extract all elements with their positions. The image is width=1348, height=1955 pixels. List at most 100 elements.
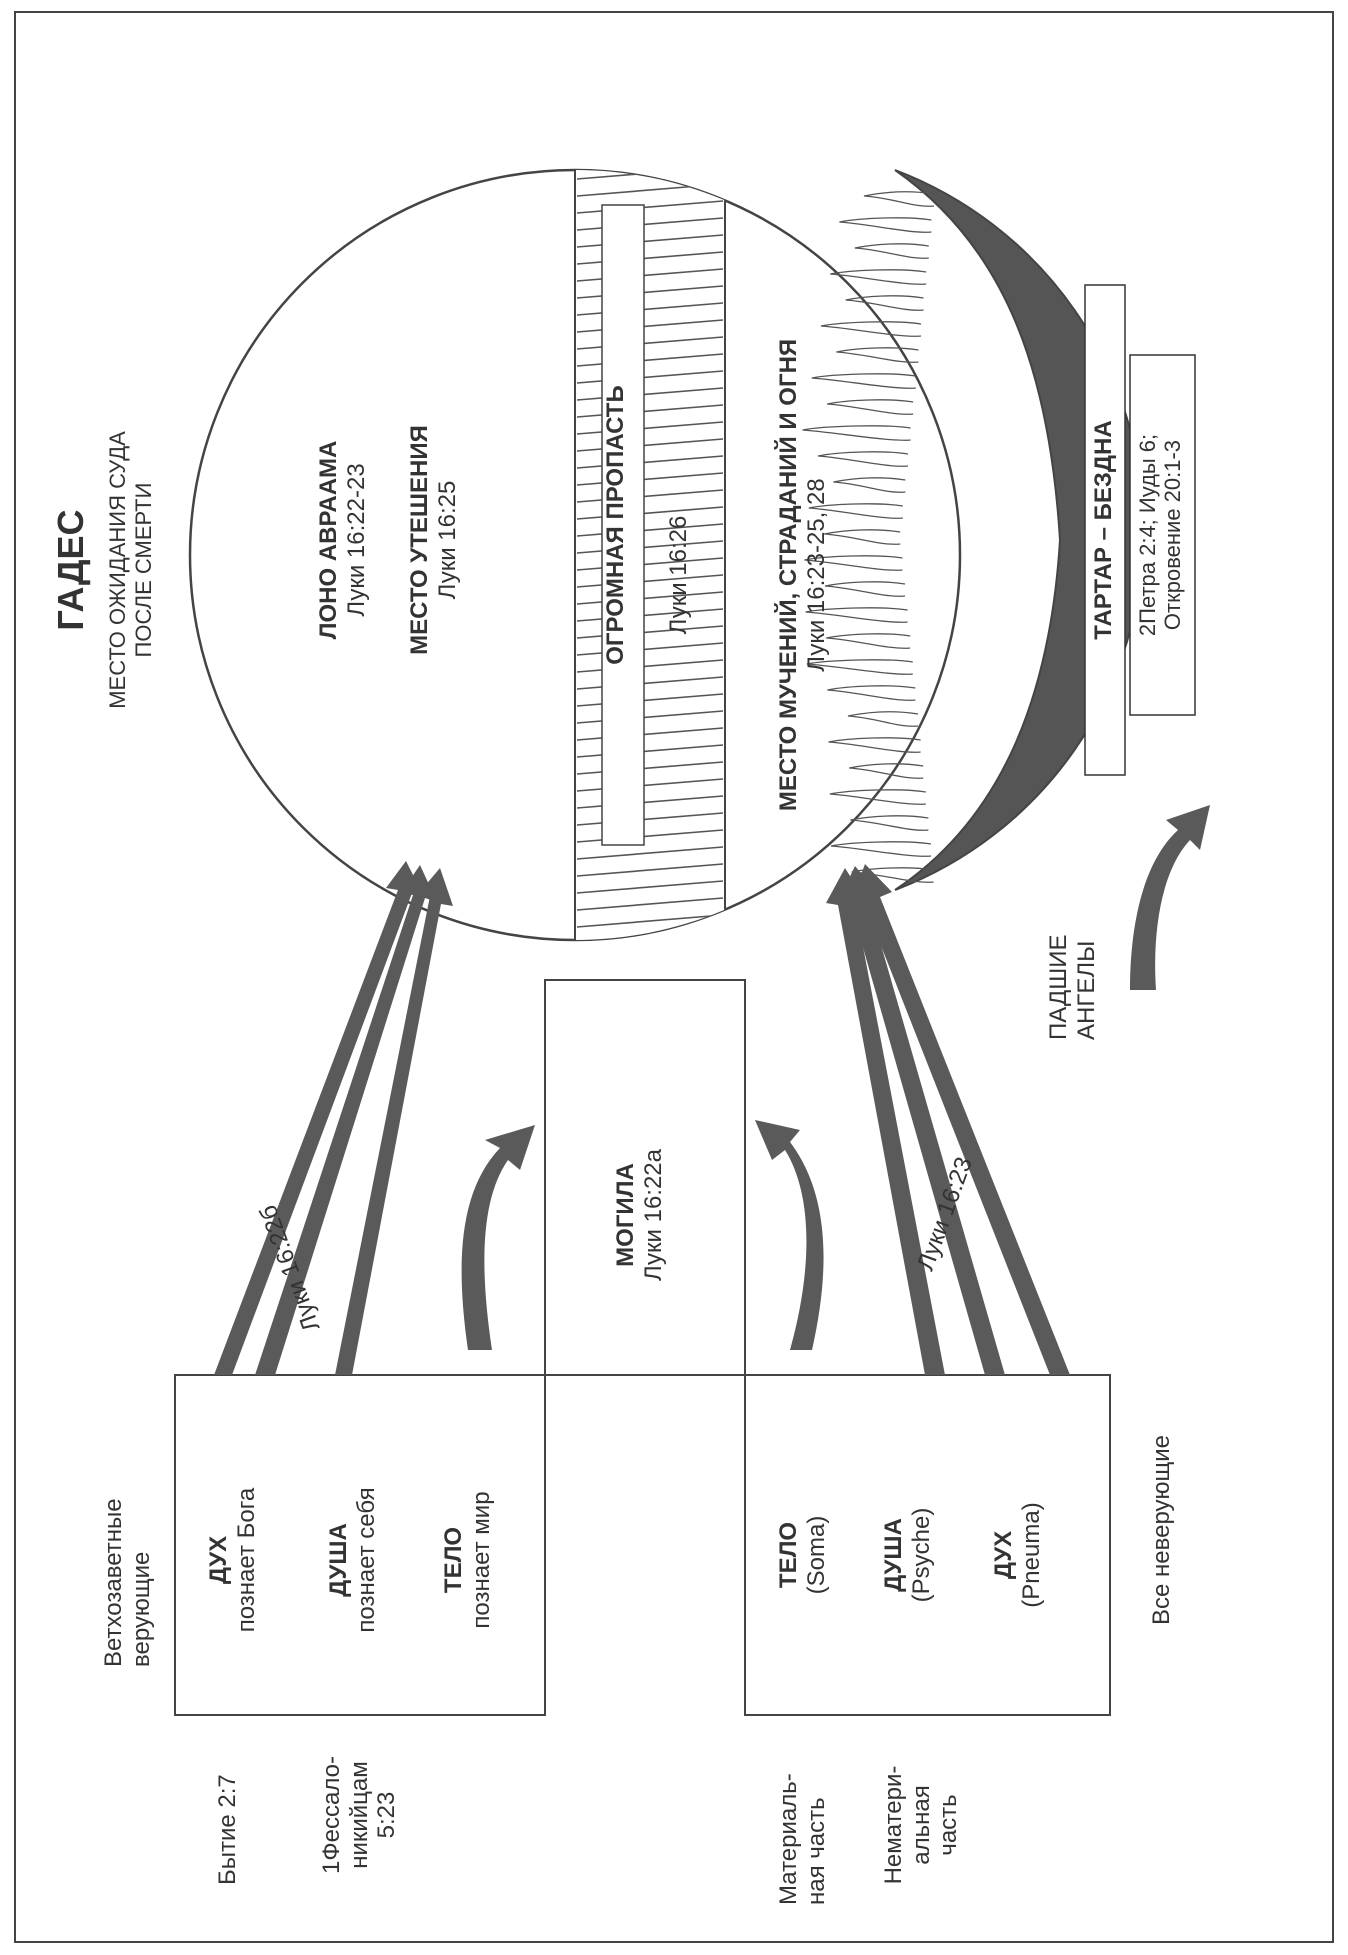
flame-stroke: [828, 737, 921, 753]
bosom-title: ЛОНО АВРААМА: [315, 440, 342, 640]
believers-soul-block: ДУША познает себя: [325, 1430, 380, 1690]
comfort-title: МЕСТО УТЕШЕНИЯ: [406, 425, 434, 655]
flame-stroke: [854, 243, 929, 259]
immaterial-block: Нематери- альная часть: [880, 1735, 963, 1915]
unbelievers-box: [744, 1374, 1111, 1716]
unbelievers-label: Все неверующие: [1148, 1434, 1175, 1625]
tartarus-ref-box: [1129, 354, 1196, 716]
believers-arrow-ref: Луки 16:22б: [254, 1201, 326, 1335]
torment-block: МЕСТО МУЧЕНИЙ, СТРАДАНИЙ И ОГНЯ Луки 16:…: [775, 275, 830, 875]
flame-stroke: [845, 295, 924, 311]
torment-title: МЕСТО МУЧЕНИЙ, СТРАДАНИЙ И ОГНЯ: [775, 338, 802, 812]
unbelievers-spirit: ДУХ: [990, 1530, 1017, 1580]
flame-stroke: [833, 477, 906, 493]
gulf-title: ОГРОМНАЯ ПРОПАСТЬ: [602, 385, 629, 665]
gulf-hatch-line: [576, 897, 724, 911]
gulf-ref: Луки 16:26: [665, 515, 692, 635]
unbelievers-soul-greek: (Psyche): [907, 1507, 935, 1603]
gulf-hatch-line: [576, 846, 724, 860]
flame-stroke: [811, 373, 916, 389]
flame-stroke: [849, 763, 924, 779]
unbelievers-arrow-ref: Луки 16:23: [912, 1153, 978, 1275]
curved-arrow-unbelievers: [755, 1120, 824, 1350]
flame-stroke: [808, 503, 903, 519]
believers-spirit: ДУХ: [205, 1535, 232, 1585]
unbelievers-body: ТЕЛО: [775, 1521, 802, 1589]
fallen-angels-block: ПАДШИЕ АНГЕЛЫ: [1045, 840, 1100, 1040]
hades-subtitle-line1: МЕСТО ОЖИДАНИЯ СУДА: [105, 431, 131, 709]
thess-ref-line3: 5:23: [373, 1791, 401, 1839]
believers-soul: ДУША: [325, 1523, 352, 1597]
flame-stroke: [804, 555, 903, 571]
flame-stroke: [802, 425, 911, 441]
tartarus-title-box: [1084, 284, 1126, 776]
believers-arrows: [214, 861, 453, 1375]
gulf-hatch-line: [576, 914, 724, 928]
believers-label-block: Ветхозаветные верующие: [100, 1447, 155, 1667]
material-line1: Материаль-: [775, 1773, 802, 1905]
grave-box: [544, 979, 746, 1376]
fallen-angels-line2: АНГЕЛЫ: [1072, 940, 1100, 1040]
gulf-hatch-line: [576, 880, 724, 894]
flame-stroke: [806, 659, 913, 675]
immaterial-line2: альная: [907, 1785, 935, 1865]
unbelievers-body-greek: (Soma): [802, 1515, 830, 1595]
fallen-angels-line1: ПАДШИЕ: [1045, 934, 1072, 1040]
believers-body: ТЕЛО: [440, 1526, 467, 1594]
curved-arrow-fallen-angels: [1130, 805, 1210, 990]
bosom-block: ЛОНО АВРААМА Луки 16:22-23 МЕСТО УТЕШЕНИ…: [315, 360, 461, 720]
gulf-hatch-line: [576, 863, 724, 877]
hades-subtitle-line2: ПОСЛЕ СМЕРТИ: [130, 482, 156, 658]
material-block: Материаль- ная часть: [775, 1715, 830, 1905]
flame-stroke: [839, 217, 932, 233]
believers-body-desc: познает мир: [467, 1491, 495, 1629]
thess-ref-line2: никийцам: [345, 1761, 373, 1869]
believers-body-block: ТЕЛО познает мир: [440, 1430, 495, 1690]
genesis-ref: Бытие 2:7: [214, 1774, 241, 1885]
flame-stroke: [836, 347, 919, 363]
immaterial-line3: часть: [935, 1794, 963, 1856]
flame-stroke: [829, 789, 926, 805]
flame-stroke: [851, 867, 934, 883]
gulf-block: ОГРОМНАЯ ПРОПАСТЬ: [602, 205, 630, 845]
flame-stroke: [805, 607, 908, 623]
flame-stroke: [830, 269, 927, 285]
comfort-ref: Луки 16:25: [433, 480, 461, 600]
believers-box: [174, 1374, 546, 1716]
gulf-ref-block: Луки 16:26: [665, 475, 693, 675]
believers-soul-desc: познает себя: [352, 1487, 380, 1633]
unbelievers-spirit-block: ДУХ (Pneuma): [990, 1455, 1045, 1655]
flame-stroke: [827, 399, 914, 415]
grave-block: МОГИЛА Луки 16:22а: [612, 1065, 667, 1365]
hades-title-block: ГАДЕС МЕСТО ОЖИДАНИЯ СУДА ПОСЛЕ СМЕРТИ: [50, 420, 156, 720]
grave-ref: Луки 16:22а: [639, 1149, 667, 1281]
unbelievers-soul: ДУША: [880, 1518, 907, 1592]
gulf-label-box: [601, 204, 645, 846]
thess-ref-line1: 1Фессало-: [318, 1756, 345, 1874]
flame-stroke: [847, 711, 919, 727]
tartarus-title-block: ТАРТАР – БЕЗДНА: [1090, 285, 1118, 775]
flame-stroke: [824, 529, 901, 545]
flame-stroke: [826, 633, 911, 649]
thess-ref-block: 1Фессало- никийцам 5:23: [318, 1725, 401, 1905]
bosom-ref: Луки 16:22-23: [342, 463, 370, 617]
tartarus-title: ТАРТАР – БЕЗДНА: [1090, 420, 1117, 640]
flames: [802, 191, 935, 883]
unbelievers-spirit-greek: (Pneuma): [1017, 1502, 1045, 1608]
unbelievers-body-block: ТЕЛО (Soma): [775, 1455, 830, 1655]
grave-title: МОГИЛА: [612, 1163, 639, 1267]
curved-arrow-believers: [461, 1125, 535, 1350]
material-line2: ная часть: [802, 1797, 830, 1905]
page-frame: [14, 11, 1334, 1943]
believers-spirit-desc: познает Бога: [232, 1487, 260, 1633]
tartarus-ref-line2: Откровение 20:1-3: [1160, 439, 1186, 631]
unbelievers-soul-block: ДУША (Psyche): [880, 1455, 935, 1655]
immaterial-line1: Нематери-: [880, 1765, 907, 1885]
flame-stroke: [863, 191, 935, 207]
unbelievers-arrows: [826, 864, 1070, 1375]
believers-label-line2: верующие: [127, 1551, 155, 1667]
believers-spirit-block: ДУХ познает Бога: [205, 1430, 260, 1690]
